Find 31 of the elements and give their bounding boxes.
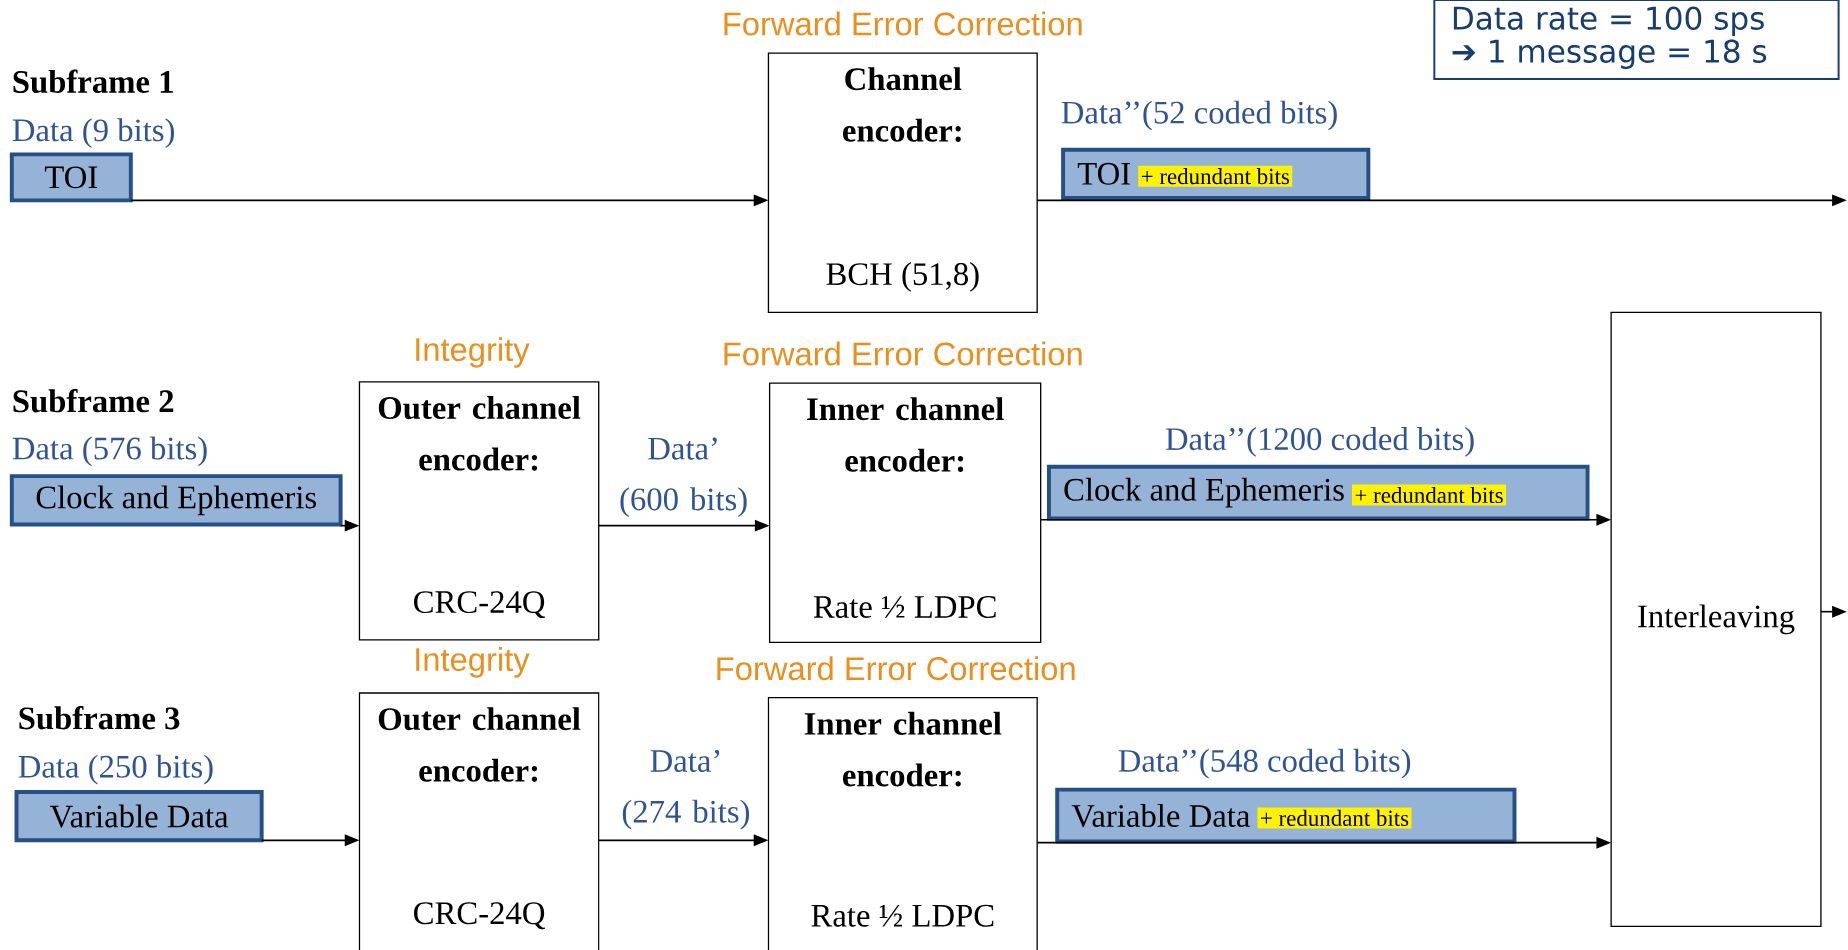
process-box: Interleaving — [1610, 311, 1822, 928]
data-size-label: Data (9 bits) — [12, 118, 174, 149]
data-size-label: Data (250 bits) — [18, 754, 213, 785]
data-block: Variable Data + redundant bits — [1055, 787, 1517, 844]
data-block: Clock and Ephemeris — [9, 474, 343, 527]
encoder-box: Outer channel encoder: CRC-24Q — [358, 692, 600, 950]
data-size-label: Data’’(1200 coded bits) — [1165, 427, 1474, 457]
subframe-title: Subframe 3 — [19, 706, 180, 730]
stage-heading: Forward Error Correction — [724, 11, 1082, 36]
encoder-box: Channel encoder: BCH (51,8) — [767, 52, 1038, 313]
encoder-box: Inner channel encoder: Rate ½ LDPC — [767, 697, 1038, 950]
stage-heading: Forward Error Correction — [724, 341, 1082, 366]
node-label: Outer channel encoder: — [378, 396, 581, 471]
data-size-label: Data’’(548 coded bits) — [1118, 748, 1411, 779]
data-block: TOI + redundant bits — [1061, 147, 1371, 200]
note-box: Data rate = 100 sps ➔ 1 message = 18 s — [1433, 0, 1840, 80]
subframe-title: Subframe 2 — [13, 389, 174, 413]
edge-label: Data’ (274 bits) — [606, 748, 766, 832]
data-block: Variable Data — [14, 790, 264, 843]
data-size-label: Data’’(52 coded bits) — [1061, 100, 1337, 131]
stage-heading: Integrity — [416, 647, 530, 678]
stage-heading: Forward Error Correction — [717, 656, 1075, 681]
stage-heading: Integrity — [416, 337, 530, 368]
node-label: CRC-24Q — [414, 591, 545, 619]
subframe-title: Subframe 1 — [13, 69, 173, 94]
data-size-label: Data (576 bits) — [12, 436, 207, 467]
data-block: TOI — [9, 152, 133, 203]
node-label: Outer channel encoder: — [378, 707, 581, 782]
data-block: Clock and Ephemeris + redundant bits — [1046, 464, 1590, 521]
node-label: CRC-24Q — [414, 902, 545, 930]
edge-label: Data’ (600 bits) — [604, 436, 763, 519]
